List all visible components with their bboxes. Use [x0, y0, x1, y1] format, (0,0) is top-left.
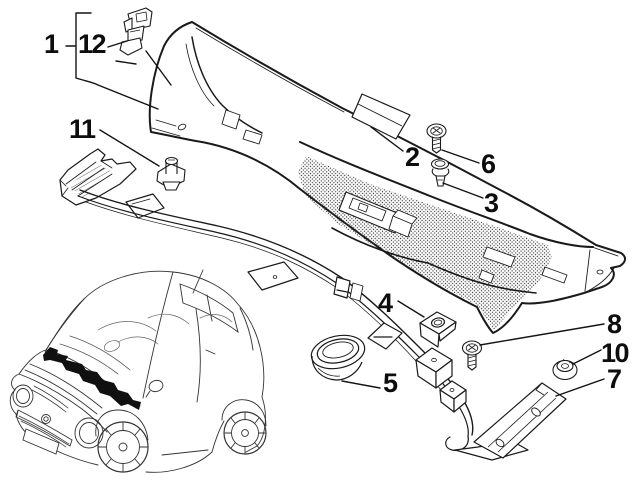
part-10-nut — [552, 358, 578, 381]
callout-7: 7 — [607, 364, 622, 394]
callout-12: 12 — [78, 29, 107, 59]
front-wheel — [97, 421, 149, 473]
part-12-bracket — [119, 7, 153, 56]
part-1-cowl-panel — [148, 21, 626, 334]
leader-5 — [341, 380, 381, 389]
callout-4: 4 — [378, 288, 393, 318]
part-5-grommet — [310, 334, 366, 381]
leader-12 — [107, 40, 172, 86]
leader-3 — [442, 182, 484, 199]
part-4-clip-nut — [419, 311, 457, 348]
callout-8: 8 — [607, 309, 622, 339]
rear-wheel — [223, 411, 267, 455]
part-11-clip — [156, 156, 186, 191]
part-8-screw — [461, 340, 483, 371]
callout-2: 2 — [405, 142, 420, 172]
leader-10 — [572, 349, 602, 365]
leader-lines — [65, 12, 605, 397]
callout-6: 6 — [481, 149, 496, 179]
part-2-pad — [351, 93, 411, 140]
leader-8 — [479, 323, 605, 346]
callout-1: 1 — [44, 29, 59, 59]
vehicle-thumbnail — [9, 269, 267, 473]
leader-7 — [555, 378, 605, 397]
callout-10: 10 — [601, 338, 630, 368]
leader-11 — [99, 129, 160, 167]
callout-3: 3 — [484, 188, 499, 218]
callout-11: 11 — [69, 114, 96, 144]
leader-6 — [441, 149, 480, 164]
leader-2 — [370, 126, 404, 152]
cowl-lower-strip — [59, 148, 529, 461]
part-6-screw — [426, 123, 447, 154]
part-7-bracket — [473, 382, 567, 459]
callout-5: 5 — [383, 368, 398, 398]
highlighted-cowl-area — [43, 347, 141, 410]
leader-4 — [397, 300, 425, 318]
leader-1-bracket — [65, 12, 159, 110]
